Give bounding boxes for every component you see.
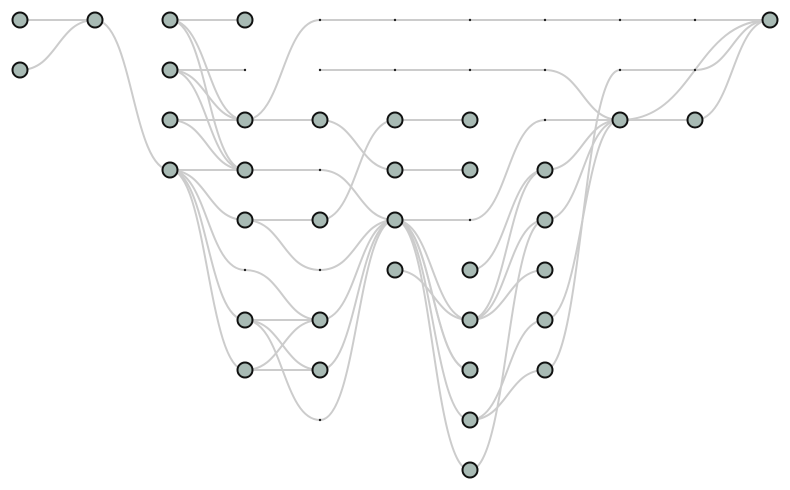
edge-aa-ag: [469, 319, 546, 421]
edge-s-y: [394, 219, 471, 321]
graph-node-ae: [536, 211, 554, 229]
graph-node-l: [236, 311, 254, 329]
edge-aa-ah: [469, 369, 546, 421]
graph-node-s: [386, 211, 404, 229]
edge-i-d2: [244, 19, 321, 121]
edge-q-s: [319, 219, 396, 371]
edge-n-t: [319, 119, 396, 171]
edge-d4-s: [319, 169, 396, 221]
bend-point-d5: [318, 268, 322, 272]
graph-node-q: [311, 361, 329, 379]
graph-node-h: [236, 11, 254, 29]
graph-node-v: [461, 111, 479, 129]
bend-point-d10: [468, 68, 472, 72]
graph-node-b: [11, 61, 29, 79]
edge-g-k: [169, 169, 246, 221]
bend-point-d0: [243, 68, 247, 72]
graph-node-e: [161, 61, 179, 79]
graph-node-u: [386, 261, 404, 279]
edge-g-m: [169, 169, 246, 371]
bend-point-d18: [693, 18, 697, 22]
graph-node-i: [236, 111, 254, 129]
graph-node-j: [236, 161, 254, 179]
graph-node-d: [161, 11, 179, 29]
bend-point-d19: [693, 68, 697, 72]
edge-u-y: [394, 269, 471, 321]
edge-aj-ak: [694, 19, 771, 121]
edge-y-ad: [469, 169, 546, 321]
edge-d19-ak: [694, 19, 771, 71]
edge-ab-ae: [469, 219, 546, 471]
bend-point-d15: [618, 18, 622, 22]
edge-e-i: [169, 69, 246, 121]
node-layer: [11, 11, 779, 479]
edge-g-d1: [169, 169, 246, 271]
bend-point-d7: [393, 18, 397, 22]
graph-node-a: [11, 11, 29, 29]
graph-node-g: [161, 161, 179, 179]
graph-node-af: [536, 261, 554, 279]
edge-ah-d16: [544, 69, 621, 371]
edge-ae-d17: [544, 119, 621, 221]
edge-d11-d14: [469, 119, 546, 221]
bend-point-d12: [543, 18, 547, 22]
bend-point-d9: [468, 18, 472, 22]
edge-o-r: [319, 119, 396, 221]
bend-point-d3: [318, 68, 322, 72]
edge-g-l: [169, 169, 246, 321]
graph-node-ad: [536, 161, 554, 179]
edge-m-p: [244, 319, 321, 371]
graph-node-ab: [461, 461, 479, 479]
edge-p-s: [319, 219, 396, 321]
graph-node-y: [461, 311, 479, 329]
bend-point-d4: [318, 168, 322, 172]
edge-f-j: [169, 119, 246, 171]
bend-point-layer: [243, 18, 697, 422]
edge-layer: [19, 19, 771, 471]
graph-node-r: [386, 111, 404, 129]
graph-node-p: [311, 311, 329, 329]
edge-d1-p: [244, 269, 321, 321]
graph-node-o: [311, 211, 329, 229]
graph-node-m: [236, 361, 254, 379]
edge-d6-s: [319, 219, 396, 421]
graph-node-aj: [686, 111, 704, 129]
graph-node-aa: [461, 411, 479, 429]
graph-node-ai: [611, 111, 629, 129]
graph-node-ak: [761, 11, 779, 29]
bend-point-d1: [243, 268, 247, 272]
graph-node-k: [236, 211, 254, 229]
graph-node-t: [386, 161, 404, 179]
graph-node-ah: [536, 361, 554, 379]
bend-point-d14: [543, 118, 547, 122]
edge-d13-ai: [544, 69, 621, 121]
bend-point-d8: [393, 68, 397, 72]
edge-k-d5: [244, 219, 321, 271]
graph-node-ag: [536, 311, 554, 329]
edge-c-g: [94, 19, 171, 171]
edge-x-ad: [469, 169, 546, 271]
edge-y-ae: [469, 219, 546, 321]
graph-node-n: [311, 111, 329, 129]
edge-d5-s: [319, 219, 396, 271]
bend-point-d6: [318, 418, 322, 422]
graph-node-w: [461, 161, 479, 179]
edge-y-af: [469, 269, 546, 321]
edge-ad-d17: [544, 119, 621, 171]
bend-point-d16: [618, 68, 622, 72]
bend-point-d2: [318, 18, 322, 22]
graph-node-f: [161, 111, 179, 129]
bend-point-d13: [543, 68, 547, 72]
graph-node-ac: [461, 361, 479, 379]
edge-s-ab: [394, 219, 471, 471]
edge-b-c: [19, 19, 96, 71]
bend-point-d11: [468, 218, 472, 222]
edge-s-aa: [394, 219, 471, 421]
graph-node-x: [461, 261, 479, 279]
graph-node-c: [86, 11, 104, 29]
